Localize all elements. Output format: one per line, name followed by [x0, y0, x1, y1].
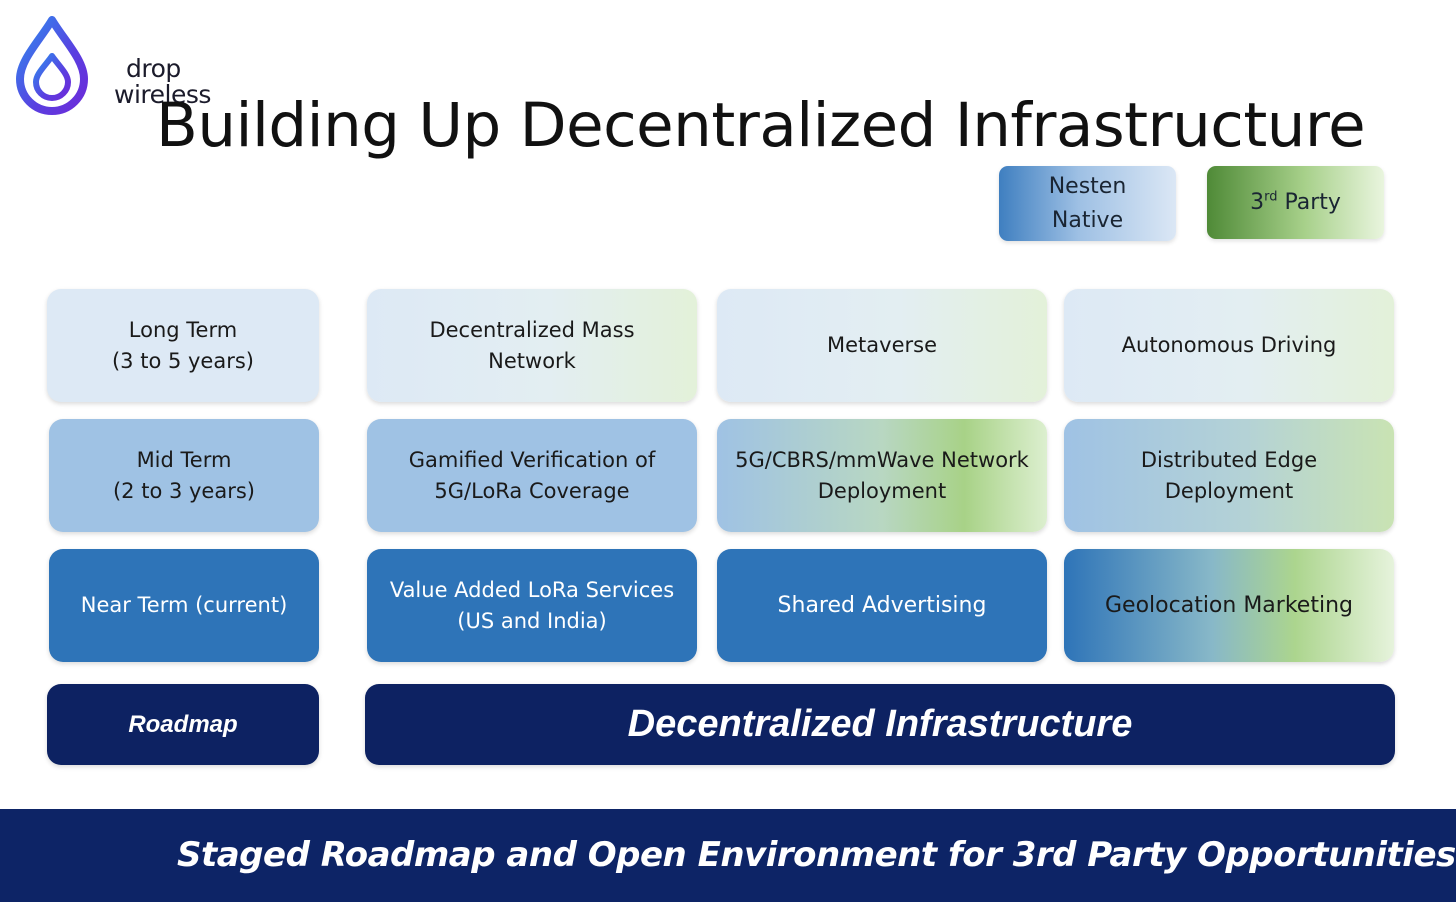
- cell-mid-3-line2: Deployment: [1164, 478, 1294, 503]
- mid-term-range: (2 to 3 years): [112, 478, 255, 503]
- infrastructure-bar: Decentralized Infrastructure: [365, 684, 1395, 765]
- water-drop-icon: [16, 16, 88, 115]
- legend-third-sup: rd: [1264, 189, 1278, 205]
- logo-line-drop: drop: [126, 54, 181, 83]
- cell-long-1: Decentralized Mass Network: [367, 289, 697, 402]
- cell-near-1-line2: (US and India): [457, 608, 607, 633]
- cell-mid-2-line1: 5G/CBRS/mmWave Network: [735, 447, 1029, 472]
- roadmap-label-box: Roadmap: [47, 684, 319, 765]
- cell-long-3: Autonomous Driving: [1064, 289, 1394, 402]
- legend-native-line1: Nesten: [1048, 173, 1127, 199]
- legend-third-party: 3rd Party: [1207, 166, 1384, 239]
- cell-near-1: Value Added LoRa Services (US and India): [367, 549, 697, 662]
- logo-line-wireless: wireless: [114, 80, 211, 109]
- legend-third-suffix: Party: [1277, 189, 1341, 215]
- slide-title: Building Up Decentralized Infrastructure: [156, 90, 1366, 161]
- cell-near-3-line1: Geolocation Marketing: [1105, 593, 1353, 618]
- near-term-label: Near Term (current): [80, 593, 288, 617]
- cell-near-2: Shared Advertising: [717, 549, 1047, 662]
- cell-mid-3: Distributed Edge Deployment: [1064, 419, 1394, 532]
- roadmap-near-term: Near Term (current): [49, 549, 319, 662]
- cell-mid-1: Gamified Verification of 5G/LoRa Coverag…: [367, 419, 697, 532]
- drop-wireless-logo: drop wireless: [14, 16, 224, 116]
- logo-wordmark: drop wireless: [114, 56, 211, 108]
- mid-term-label: Mid Term: [136, 447, 232, 472]
- cell-long-2: Metaverse: [717, 289, 1047, 402]
- cell-mid-3-line1: Distributed Edge: [1140, 447, 1318, 472]
- cell-long-1-line2: Network: [488, 348, 576, 373]
- cell-long-3-line1: Autonomous Driving: [1121, 333, 1337, 357]
- legend-native-line2: Native: [1051, 207, 1124, 233]
- legend-third-prefix: 3: [1250, 189, 1265, 215]
- cell-near-1-line1: Value Added LoRa Services: [389, 577, 675, 602]
- cell-near-2-line1: Shared Advertising: [777, 593, 987, 618]
- roadmap-long-term: Long Term (3 to 5 years): [47, 289, 319, 402]
- long-term-range: (3 to 5 years): [111, 348, 254, 373]
- roadmap-mid-term: Mid Term (2 to 3 years): [49, 419, 319, 532]
- cell-mid-2-line2: Deployment: [817, 478, 947, 503]
- cell-mid-1-line2: 5G/LoRa Coverage: [434, 478, 630, 503]
- roadmap-label: Roadmap: [128, 711, 238, 738]
- bottom-banner: Staged Roadmap and Open Environment for …: [0, 809, 1456, 902]
- legend-nesten-native: Nesten Native: [999, 166, 1176, 241]
- cell-mid-1-line1: Gamified Verification of: [408, 447, 656, 472]
- cell-near-3: Geolocation Marketing: [1064, 549, 1394, 662]
- cell-long-1-line1: Decentralized Mass: [429, 317, 635, 342]
- long-term-label: Long Term: [128, 317, 238, 342]
- cell-mid-2: 5G/CBRS/mmWave Network Deployment: [717, 419, 1047, 532]
- banner-text: Staged Roadmap and Open Environment for …: [177, 835, 1456, 875]
- infrastructure-label: Decentralized Infrastructure: [627, 703, 1133, 745]
- cell-long-2-line1: Metaverse: [827, 333, 937, 357]
